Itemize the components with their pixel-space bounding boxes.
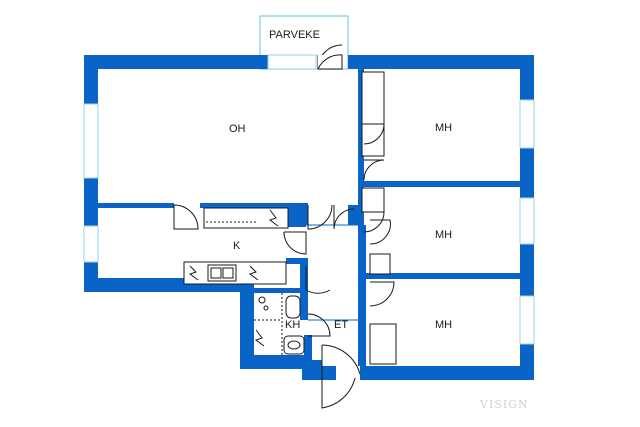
windows — [83, 54, 535, 345]
wardrobes — [361, 71, 397, 365]
room-label-living: OH — [229, 123, 246, 135]
room-label-bathroom: KH — [285, 319, 300, 331]
room-label-bedroom-top: MH — [435, 122, 452, 134]
room-label-kitchen: K — [233, 240, 241, 252]
watermark: VISIGN — [479, 398, 529, 411]
room-label-bedroom-bottom: MH — [435, 319, 452, 331]
room-label-hall: ET — [334, 319, 348, 331]
interior-walls — [98, 69, 520, 380]
doors — [173, 44, 395, 409]
bathroom-fixtures — [254, 293, 305, 355]
room-label-bedroom-mid: MH — [435, 229, 452, 241]
partition-lines — [306, 224, 358, 321]
room-label-balcony: PARVEKE — [269, 29, 320, 41]
kitchen-fixtures — [183, 207, 289, 285]
outer-walls — [84, 55, 534, 380]
